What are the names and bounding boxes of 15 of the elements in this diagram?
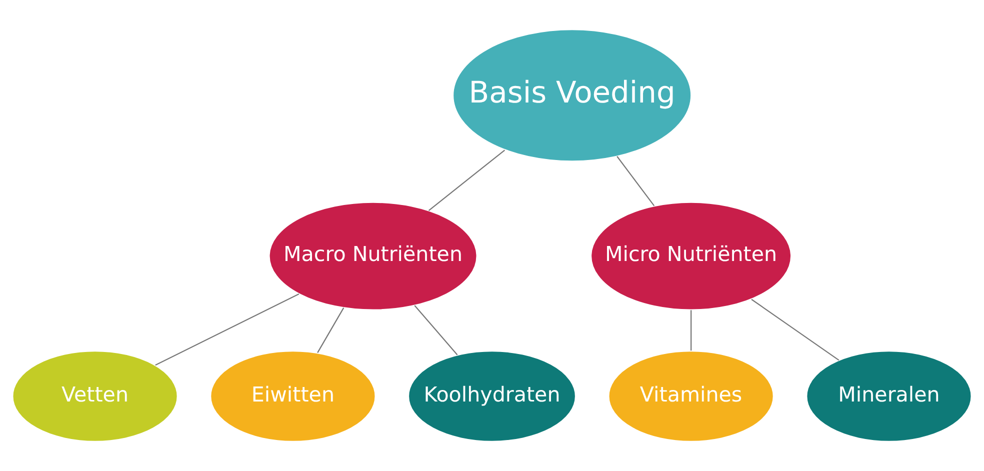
connector bbox=[414, 305, 458, 356]
node-ellipse: Basis Voeding bbox=[452, 29, 692, 162]
node-ellipse: Vitamines bbox=[608, 350, 774, 442]
connector bbox=[155, 293, 300, 366]
node-ellipse: Mineralen bbox=[806, 350, 972, 442]
connector bbox=[690, 310, 692, 351]
node-ellipse: Macro Nutriënten bbox=[268, 202, 478, 310]
node-ellipse: Micro Nutriënten bbox=[590, 202, 792, 310]
connector bbox=[317, 308, 344, 353]
node-ellipse: Eiwitten bbox=[210, 350, 376, 442]
node-ellipse: Koolhydraten bbox=[408, 350, 576, 442]
connector bbox=[428, 150, 506, 212]
connector bbox=[751, 298, 840, 361]
node-ellipse: Vetten bbox=[12, 350, 178, 442]
connector bbox=[616, 156, 655, 206]
